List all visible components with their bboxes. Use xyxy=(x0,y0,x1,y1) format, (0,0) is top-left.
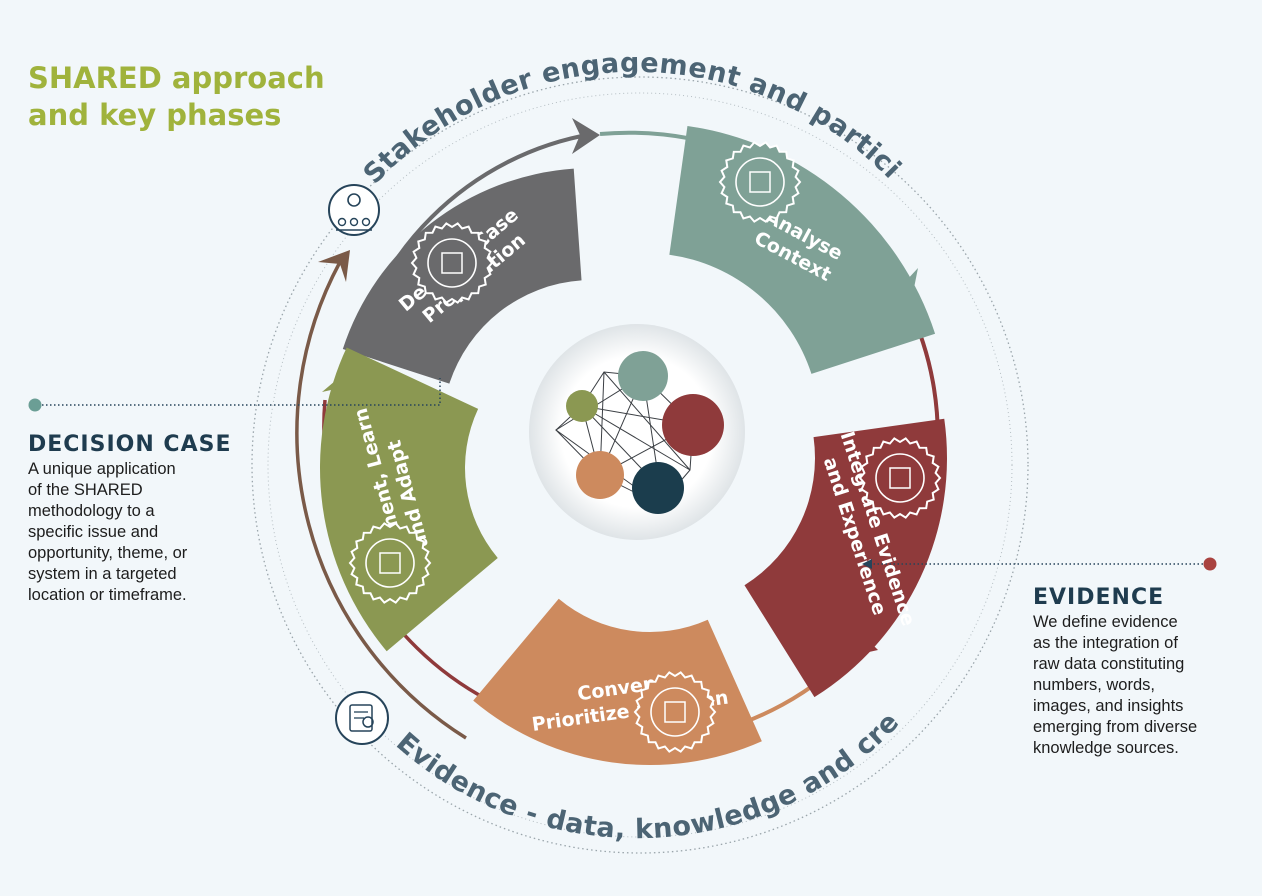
decision-case-body: A unique application of the SHARED metho… xyxy=(28,459,258,606)
decision-case-line: opportunity, theme, or xyxy=(28,544,188,562)
stakeholder-group-icon xyxy=(328,184,380,236)
node-orange xyxy=(576,451,624,499)
node-dark-teal xyxy=(632,462,684,514)
evidence-callout: EVIDENCE We define evidence as the integ… xyxy=(1033,585,1243,759)
evidence-body: We define evidence as the integration of… xyxy=(1033,612,1243,759)
title-line-1: SHARED approach xyxy=(28,61,325,95)
evidence-line: numbers, words, xyxy=(1033,676,1155,694)
outer-dotted-ring xyxy=(251,76,1029,854)
decision-case-dot xyxy=(28,398,42,412)
arrowhead-brown xyxy=(318,250,350,282)
decision-case-callout: DECISION CASE A unique application of th… xyxy=(28,432,258,606)
flowchart-document-icon xyxy=(633,671,717,753)
decision-case-line: methodology to a xyxy=(28,502,155,520)
evidence-report-icon xyxy=(335,691,389,745)
decision-case-heading: DECISION CASE xyxy=(28,432,232,457)
decision-case-line: of the SHARED xyxy=(28,481,143,499)
decision-case-line: specific issue and xyxy=(28,523,159,541)
network-icon xyxy=(718,141,802,223)
evidence-line: images, and insights xyxy=(1033,697,1184,715)
evidence-heading: EVIDENCE xyxy=(1033,585,1165,610)
outer-dotted-ring-2 xyxy=(267,92,1013,838)
evidence-line: as the integration of xyxy=(1033,634,1178,652)
node-maroon xyxy=(662,394,724,456)
evidence-dot xyxy=(1203,557,1217,571)
decision-case-line: location or timeframe. xyxy=(28,586,187,604)
head-question-icon xyxy=(410,222,494,304)
evidence-line: emerging from diverse xyxy=(1033,718,1198,736)
node-sage xyxy=(618,351,668,401)
node-olive xyxy=(566,390,598,422)
page-title: SHARED approach and key phases xyxy=(28,60,325,134)
flow-arrow-brown xyxy=(295,261,467,740)
pie-chart-icon xyxy=(858,437,942,519)
evidence-line: We define evidence xyxy=(1033,613,1178,631)
evidence-line: knowledge sources. xyxy=(1033,739,1179,757)
title-line-2: and key phases xyxy=(28,98,282,132)
arrowhead-grey xyxy=(572,118,600,154)
evidence-line: raw data constituting xyxy=(1033,655,1185,673)
decision-case-line: system in a targeted xyxy=(28,565,177,583)
decision-case-leader xyxy=(42,378,441,406)
evidence-leader-arrow xyxy=(862,559,872,569)
presentation-icon xyxy=(348,522,432,604)
decision-case-line: A unique application xyxy=(28,460,176,478)
